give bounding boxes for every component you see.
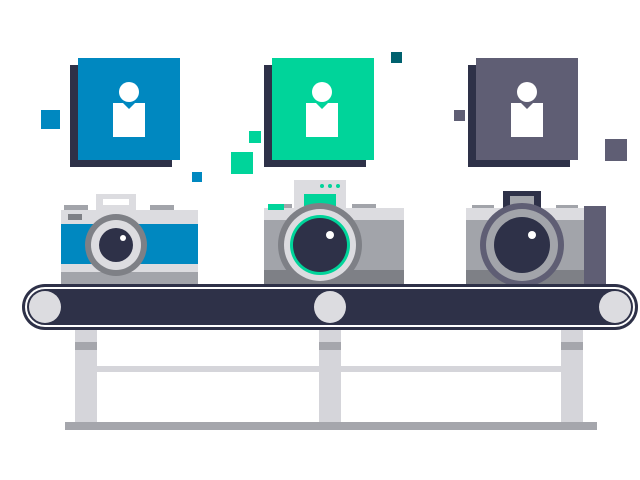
decor-square	[249, 131, 261, 143]
profile-card-blue	[70, 58, 180, 167]
camera-lens	[480, 203, 564, 287]
decor-square	[391, 52, 402, 63]
decor-square	[231, 152, 253, 174]
decor-square	[454, 110, 465, 121]
camera-lens	[278, 203, 362, 287]
decor-square	[605, 139, 627, 161]
user-icon	[113, 82, 145, 137]
camera-slate	[466, 191, 606, 287]
decor-square	[192, 172, 202, 182]
conveyor-roller	[314, 291, 346, 323]
camera-green	[264, 180, 404, 287]
user-icon	[511, 82, 543, 137]
profile-card-slate	[468, 58, 578, 167]
user-icon	[306, 82, 338, 137]
camera-blue	[61, 194, 198, 286]
conveyor-roller	[599, 291, 631, 323]
conveyor-roller	[29, 291, 61, 323]
camera-lens	[85, 214, 147, 276]
conveyor-belt	[22, 284, 638, 330]
profile-card-green	[264, 58, 374, 167]
conveyor-stand	[65, 318, 597, 430]
decor-square	[41, 110, 60, 129]
